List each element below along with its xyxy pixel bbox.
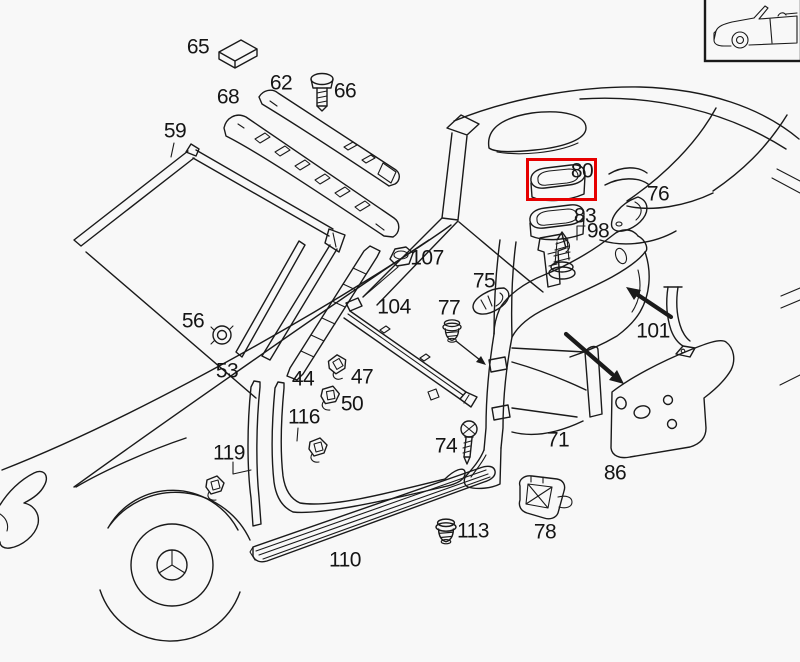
part-label-68[interactable]: 68	[216, 85, 240, 109]
part-label-53[interactable]: 53	[215, 359, 239, 383]
part-label-101[interactable]: 101	[636, 319, 670, 343]
windshield-frame-drawing	[73, 143, 381, 381]
part-label-86[interactable]: 86	[603, 461, 627, 485]
part-label-116[interactable]: 116	[288, 405, 320, 429]
nut-107-drawing	[389, 246, 414, 267]
part-label-113[interactable]: 113	[457, 519, 489, 543]
part-label-50[interactable]: 50	[340, 392, 364, 416]
part-label-119[interactable]: 119	[213, 441, 245, 465]
clip-47-drawing	[325, 352, 351, 382]
part-label-65[interactable]: 65	[186, 35, 210, 59]
part-label-78[interactable]: 78	[533, 520, 557, 544]
screw-74-drawing	[460, 420, 478, 465]
leader-lines	[170, 142, 586, 475]
rear-deck-drawing	[362, 86, 800, 386]
box-65-drawing	[218, 39, 258, 69]
pillar-structure-drawing	[455, 229, 696, 490]
clip-50-drawing	[319, 384, 341, 412]
part-label-110[interactable]: 110	[329, 548, 361, 572]
part-label-47[interactable]: 47	[350, 365, 374, 389]
grommet-113-drawing	[435, 518, 457, 545]
door-seals-drawing	[247, 380, 496, 563]
clip-119-drawing	[205, 475, 225, 501]
part-label-80[interactable]: 80	[570, 159, 594, 183]
part-label-76[interactable]: 76	[646, 182, 670, 206]
screw-98-drawing	[548, 231, 576, 280]
front-body-drawing	[0, 224, 452, 642]
vehicle-thumbnail[interactable]	[703, 0, 800, 63]
highlight-box	[526, 158, 597, 201]
part-label-66[interactable]: 66	[333, 79, 357, 103]
part-label-74[interactable]: 74	[434, 434, 458, 458]
part-label-104[interactable]: 104	[377, 295, 411, 319]
a-pillar-trim-53	[235, 240, 306, 358]
grommet-77-drawing	[442, 319, 462, 343]
clip-116-drawing	[308, 437, 328, 463]
panel-86-drawing	[610, 340, 735, 459]
cowl-panel-drawing	[223, 114, 400, 238]
part-label-83[interactable]: 83	[573, 204, 597, 228]
part-label-75[interactable]: 75	[472, 269, 496, 293]
part-label-107[interactable]: 107	[410, 246, 444, 270]
bezel-83-drawing	[529, 204, 585, 288]
part-label-56[interactable]: 56	[181, 309, 205, 333]
part-label-62[interactable]: 62	[269, 71, 293, 95]
bracket-78-drawing	[518, 475, 573, 520]
part-label-71[interactable]: 71	[546, 428, 570, 452]
trim-strip-62-drawing	[258, 89, 400, 187]
rivet-66-drawing	[310, 72, 334, 112]
part-label-77[interactable]: 77	[437, 296, 461, 320]
part-label-44[interactable]: 44	[291, 367, 315, 391]
part-label-59[interactable]: 59	[163, 119, 187, 143]
part-label-98[interactable]: 98	[586, 219, 610, 243]
convertible-side-view-icon	[713, 5, 798, 49]
bar-104-drawing	[343, 297, 478, 408]
